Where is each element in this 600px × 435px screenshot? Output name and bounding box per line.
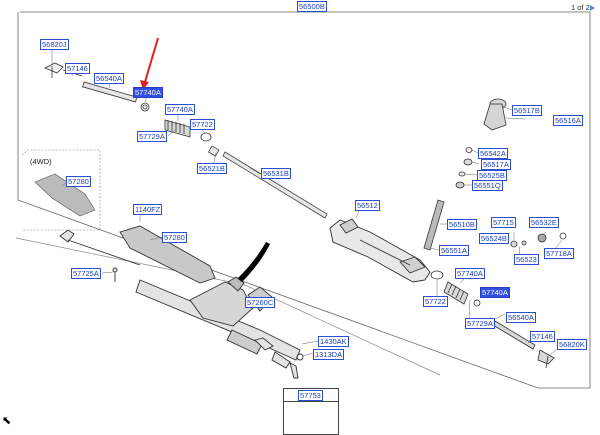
part-label[interactable]: 56820J [40, 39, 69, 50]
part-label[interactable]: 57740A [165, 104, 195, 115]
part-label[interactable]: 57753 [298, 390, 323, 401]
kit-box-header: 57753 [284, 389, 338, 402]
part-label[interactable]: 57260C [245, 297, 276, 308]
part-label-highlighted[interactable]: 57740A [133, 87, 163, 98]
part-label[interactable]: 56551A [439, 245, 469, 256]
part-label[interactable]: 56517A [481, 159, 511, 170]
part-label[interactable]: 57715 [491, 217, 516, 228]
part-label-main[interactable]: 56500B [297, 1, 327, 12]
part-label[interactable]: 56516A [553, 115, 583, 126]
lower-section-frame [15, 237, 441, 376]
part-label-highlighted[interactable]: 57740A [480, 287, 510, 298]
part-label[interactable]: 57722 [190, 119, 215, 130]
part-label[interactable]: 56532E [529, 217, 559, 228]
callout-wedge [238, 242, 270, 282]
kit-box: 57753 [283, 388, 339, 435]
4wd-inset-frame [21, 149, 101, 231]
part-label[interactable]: 56510B [447, 219, 477, 230]
part-label[interactable]: 57725A [71, 268, 101, 279]
part-label[interactable]: 57280 [162, 232, 187, 243]
part-label[interactable]: 56512 [355, 200, 380, 211]
part-label[interactable]: 56551Q [472, 180, 503, 191]
part-label[interactable]: 57146 [65, 63, 90, 74]
next-page-icon[interactable] [590, 5, 595, 11]
rack-bar [207, 145, 328, 219]
part-label[interactable]: 57729A [137, 131, 167, 142]
nav-arrow-icon[interactable]: ⬉ [2, 415, 12, 427]
part-label[interactable]: 56820K [557, 339, 587, 350]
page-indicator: 1 of 2 [571, 3, 590, 12]
part-label[interactable]: 56521B [197, 163, 227, 174]
part-label[interactable]: 57280 [66, 176, 91, 187]
part-label[interactable]: 56540A [506, 312, 536, 323]
part-label[interactable]: 57740A [455, 268, 485, 279]
part-label[interactable]: 57722 [423, 296, 448, 307]
callout-arrow-icon [140, 37, 159, 90]
part-label[interactable]: 56542A [478, 148, 508, 159]
valve-assembly [423, 98, 507, 251]
part-label[interactable]: 56517B [512, 105, 542, 116]
part-label[interactable]: 56524B [479, 233, 509, 244]
part-label[interactable]: 57146 [530, 331, 555, 342]
part-label[interactable]: 56531B [261, 168, 291, 179]
part-label[interactable]: 57729A [465, 318, 495, 329]
rack-housing-upper [329, 218, 431, 283]
part-label[interactable]: 1140FZ [133, 204, 163, 215]
part-label[interactable]: 1430AK [318, 336, 349, 347]
tie-rod-assembly-upper [44, 62, 150, 112]
part-label[interactable]: 1313DA [313, 349, 345, 360]
steering-gear-lower [59, 225, 304, 379]
part-label[interactable]: 56523 [514, 254, 539, 265]
part-label[interactable]: 56540A [94, 73, 124, 84]
boot-upper [164, 119, 212, 142]
tie-rod-assembly-lower [430, 270, 555, 369]
4wd-bracket [34, 173, 96, 217]
part-label[interactable]: 57718A [544, 248, 574, 259]
pinion-parts [510, 232, 567, 248]
variant-label: (4WD) [30, 157, 52, 166]
